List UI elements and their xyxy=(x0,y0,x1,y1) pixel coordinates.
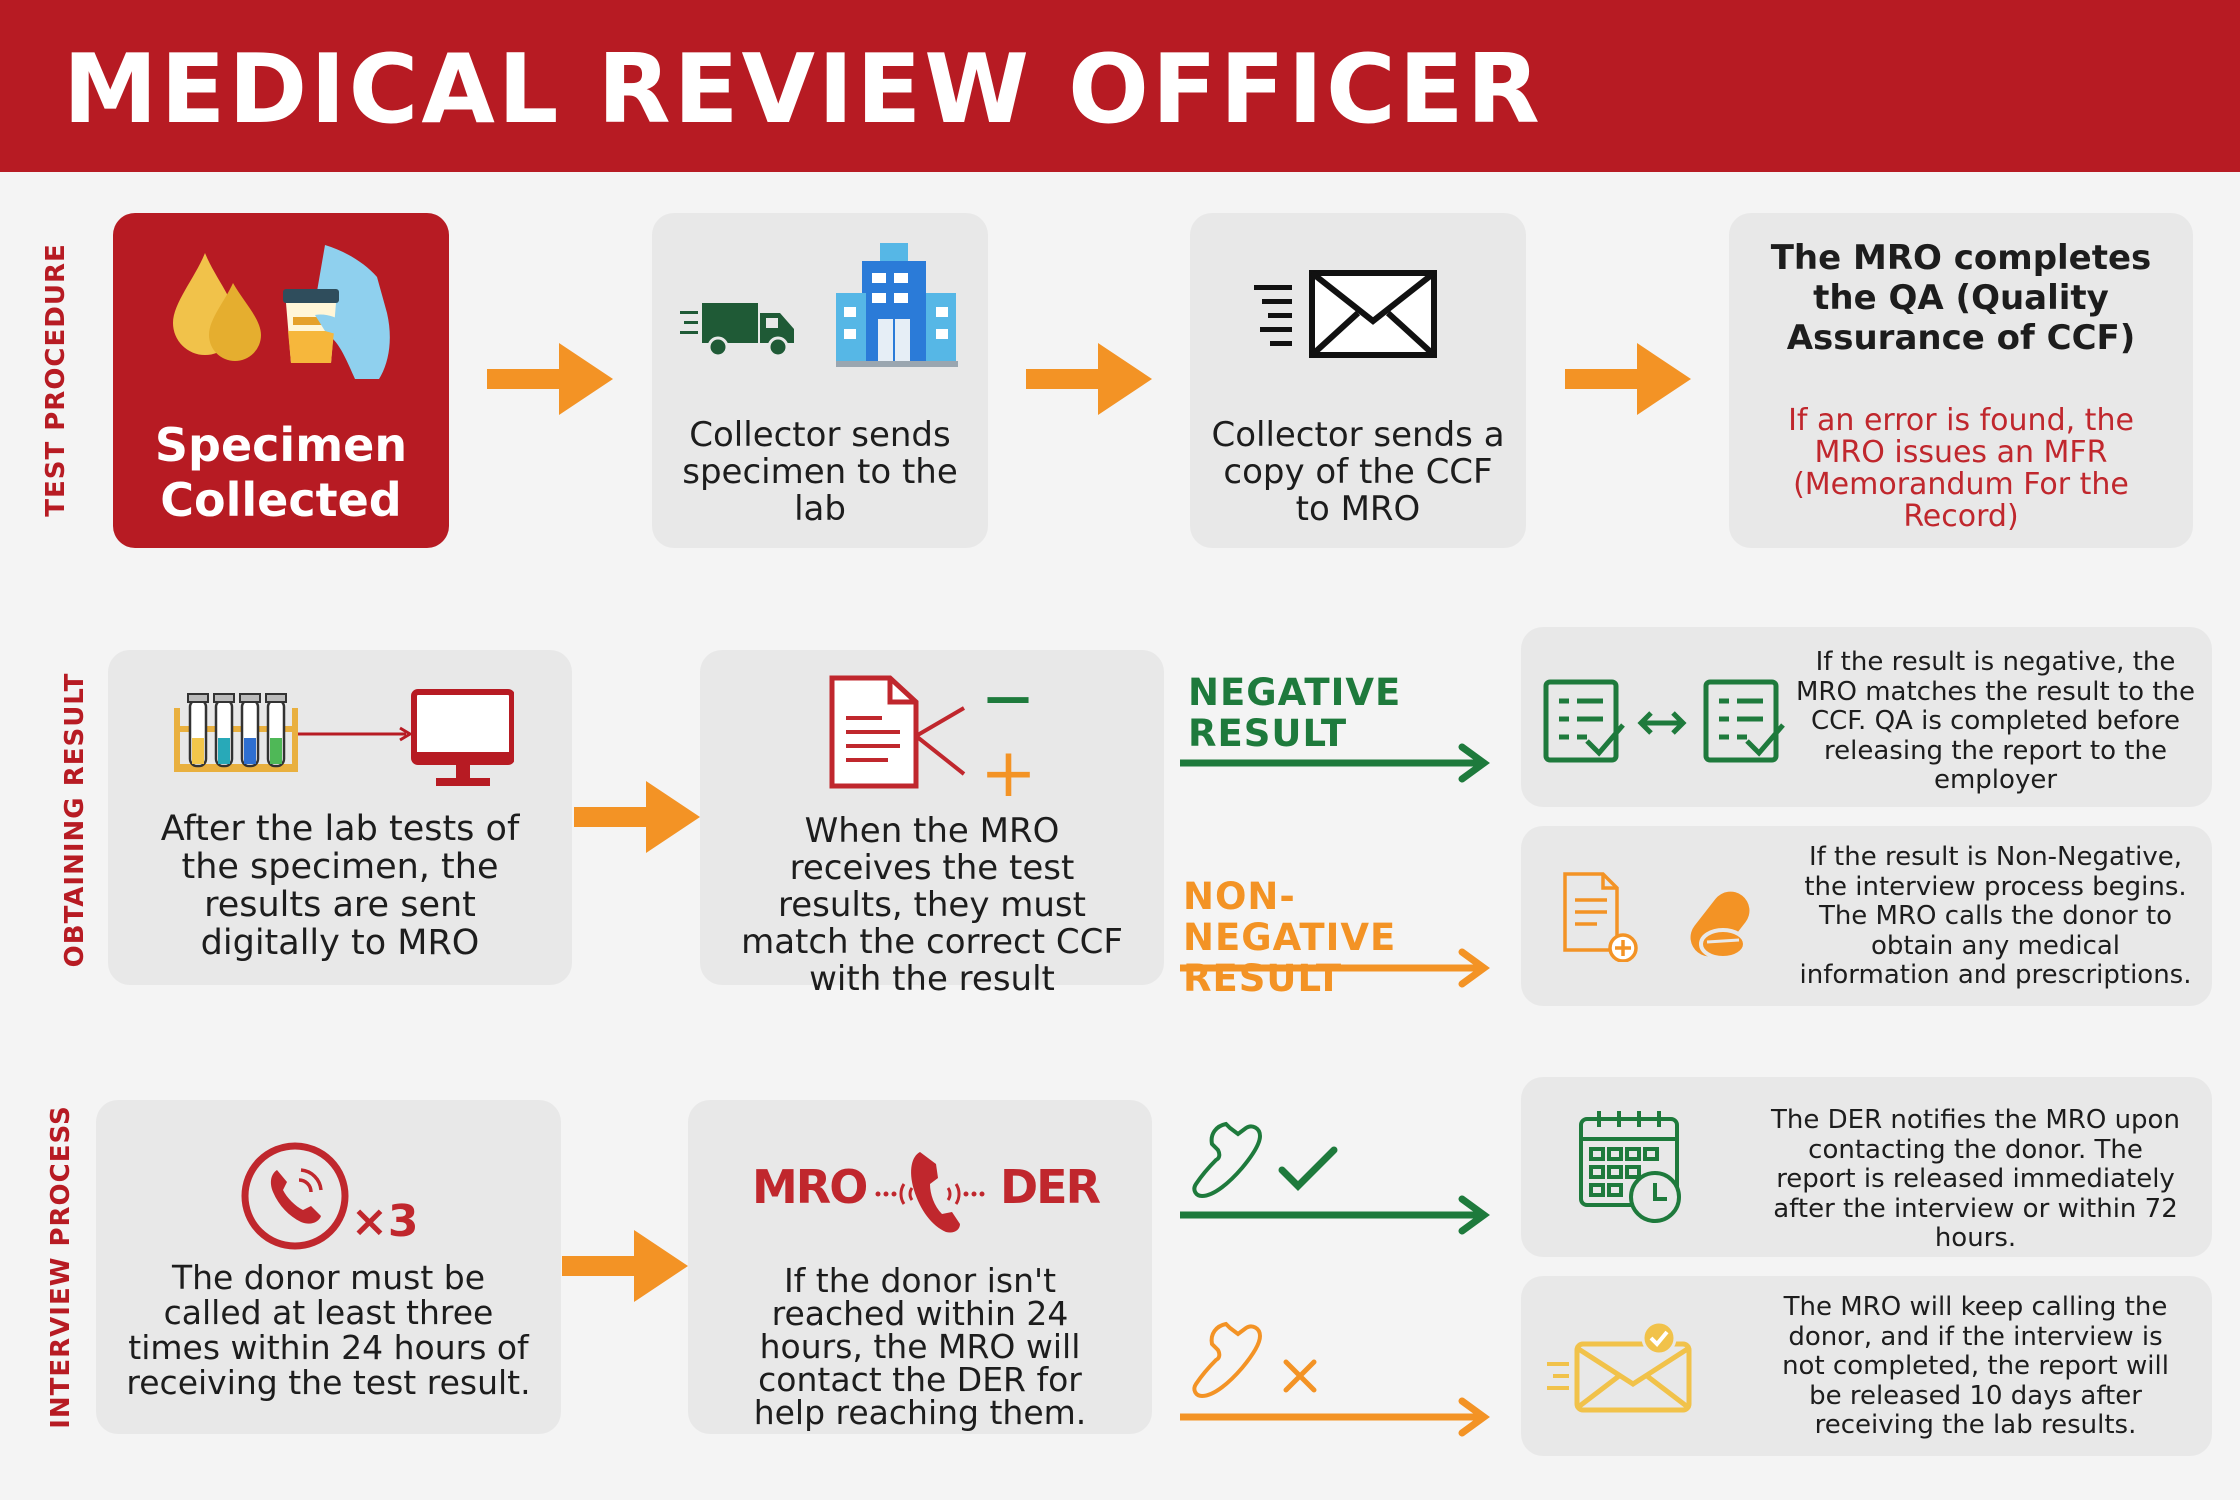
section-label-test-procedure: TEST PROCEDURE xyxy=(41,243,71,517)
contact-der-text: If the donor isn't reached within 24 hou… xyxy=(753,1261,1087,1432)
contact-der-card: MRO DER If the donor isn't reached withi… xyxy=(688,1100,1152,1434)
send-ccf-card: Collector sends a copy of the CCF to MRO xyxy=(1190,213,1526,548)
arrow-icon xyxy=(574,781,700,853)
laboratory-building-icon xyxy=(836,243,958,367)
header-banner: MEDICAL REVIEW OFFICER xyxy=(0,0,2240,172)
calendar-clock-icon xyxy=(1579,1111,1681,1223)
medical-record-pills-icon xyxy=(1563,872,1750,962)
delivery-truck-icon xyxy=(680,303,794,358)
negative-result-label: NEGATIVE RESULT xyxy=(1188,671,1402,755)
minus-sign: — xyxy=(985,670,1031,724)
donor-unreached-card: The MRO will keep calling the donor, and… xyxy=(1521,1276,2212,1456)
qa-title: The MRO completes the QA (Quality Assura… xyxy=(1770,238,2152,358)
green-arrow-icon xyxy=(1180,1195,1490,1235)
plus-sign: + xyxy=(980,734,1037,813)
arrow-icon xyxy=(1026,343,1152,415)
envelope-icon xyxy=(1254,270,1437,358)
specimen-icon xyxy=(173,245,390,379)
donor-reached-text: The DER notifies the MRO upon contacting… xyxy=(1771,1105,2180,1253)
donor-reached-card: The DER notifies the MRO upon contacting… xyxy=(1521,1077,2212,1257)
specimen-collected-card: Specimen Collected xyxy=(113,213,449,548)
phone-cross-icon xyxy=(1192,1321,1317,1399)
mfr-note: If an error is found, the MRO issues an … xyxy=(1788,403,2134,534)
non-negative-result-label: NON-NEGATIVE RESULT xyxy=(1183,875,1397,1000)
mail-check-icon xyxy=(1547,1320,1692,1413)
send-ccf-text: Collector sends a copy of the CCF to MRO xyxy=(1211,415,1505,529)
specimen-collected-text: Specimen Collected xyxy=(154,418,408,527)
donor-unreached-text: The MRO will keep calling the donor, and… xyxy=(1782,1292,2169,1440)
der-label: DER xyxy=(1000,1160,1101,1214)
phone-handset-icon xyxy=(875,1152,985,1233)
negative-outcome-card: If the result is negative, the MRO match… xyxy=(1521,627,2212,807)
arrow-icon xyxy=(562,1230,688,1302)
phone-call-icon xyxy=(241,1142,349,1250)
call-donor-text: The donor must be called at least three … xyxy=(126,1258,531,1402)
call-donor-card: ×3 The donor must be called at least thr… xyxy=(96,1100,561,1434)
non-negative-outcome-text: If the result is Non-Negative, the inter… xyxy=(1799,842,2192,990)
send-to-lab-text: Collector sends specimen to the lab xyxy=(682,415,958,529)
orange-arrow-icon xyxy=(1180,948,1490,988)
negative-outcome-text: If the result is negative, the MRO match… xyxy=(1795,647,2196,795)
lab-results-text: After the lab tests of the specimen, the… xyxy=(160,809,520,963)
lab-results-card: After the lab tests of the specimen, the… xyxy=(108,650,572,985)
arrow-icon xyxy=(487,343,613,415)
phone-check-icon xyxy=(1192,1121,1338,1199)
page-title: MEDICAL REVIEW OFFICER xyxy=(63,35,1543,145)
match-ccf-text: When the MRO receives the test results, … xyxy=(741,811,1123,999)
times-three-label: ×3 xyxy=(351,1196,419,1247)
mro-label: MRO xyxy=(752,1160,868,1214)
send-to-lab-card: Collector sends specimen to the lab xyxy=(652,213,988,548)
test-tubes-to-computer-icon xyxy=(174,689,514,786)
document-result-icon xyxy=(829,675,966,789)
arrow-icon xyxy=(1565,343,1691,415)
non-negative-outcome-card: If the result is Non-Negative, the inter… xyxy=(1521,826,2212,1006)
section-label-interview-process: INTERVIEW PROCESS xyxy=(46,1105,76,1429)
section-label-obtaining-result: OBTAINING RESULT xyxy=(60,672,90,968)
green-arrow-icon xyxy=(1180,743,1490,783)
qa-card: The MRO completes the QA (Quality Assura… xyxy=(1729,213,2193,548)
checklist-match-icon xyxy=(1543,679,1785,763)
match-ccf-card: — + When the MRO receives the test resul… xyxy=(700,650,1164,998)
orange-arrow-icon xyxy=(1180,1397,1490,1437)
